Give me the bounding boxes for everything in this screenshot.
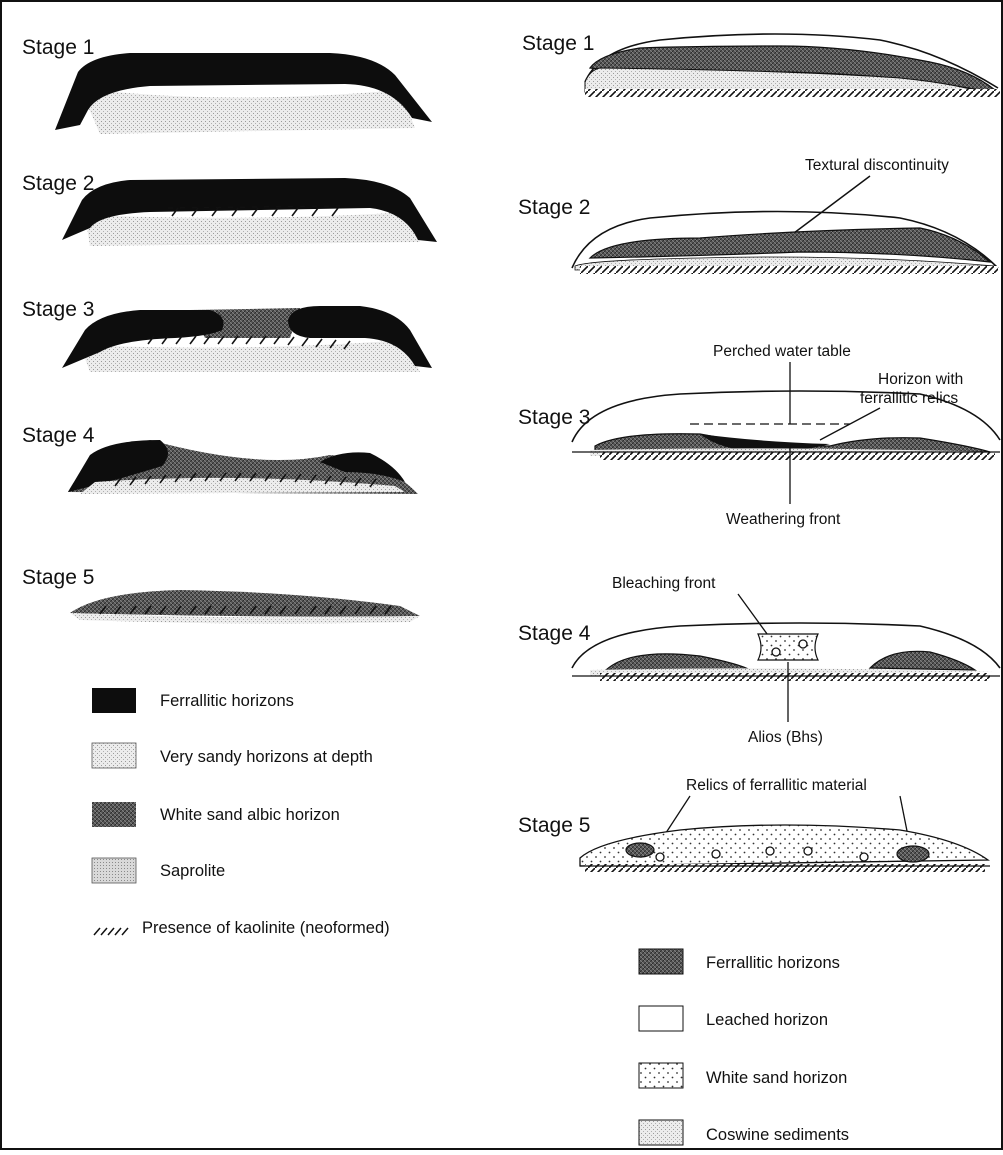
- right-legend-label: Coswine sediments: [706, 1126, 849, 1144]
- right-stage-4: Stage 4 Bleaching front Alios (Bhs): [518, 575, 1000, 746]
- left-s1-saprolite: [80, 88, 415, 134]
- right-stage-1-label: Stage 1: [522, 32, 594, 55]
- right-weathering-label: Weathering front: [726, 511, 841, 528]
- left-stage-5: Stage 5: [22, 566, 420, 624]
- right-legend-item-coswine: Coswine sediments: [639, 1120, 849, 1145]
- right-alios-label: Alios (Bhs): [748, 729, 823, 746]
- right-stage-2: Stage 2 Textural discontinuity: [518, 157, 998, 274]
- right-horizon-relics-label-1: Horizon with: [878, 371, 963, 388]
- right-s4-white-sand: [758, 634, 818, 660]
- left-legend-label: Presence of kaolinite (neoformed): [142, 919, 390, 937]
- left-stage-5-label: Stage 5: [22, 566, 94, 589]
- left-stage-1-label: Stage 1: [22, 36, 94, 59]
- right-stage-5-label: Stage 5: [518, 814, 590, 837]
- right-legend-item-white-sand: White sand horizon: [639, 1063, 847, 1088]
- right-stage-2-label: Stage 2: [518, 196, 590, 219]
- left-s3-sandy: [80, 340, 420, 372]
- left-legend-swatch: [92, 802, 136, 827]
- right-stage-1: Stage 1: [522, 32, 1000, 97]
- left-legend: Ferrallitic horizons Very sandy horizons…: [92, 688, 390, 937]
- left-legend-swatch: [92, 688, 136, 713]
- right-s4-ferrallitic-left: [606, 654, 750, 670]
- right-s3-base: [600, 452, 995, 460]
- right-stage-3-label: Stage 3: [518, 406, 590, 429]
- left-legend-item-sandy: Very sandy horizons at depth: [92, 743, 373, 768]
- right-textural-discontinuity-leader: [790, 176, 870, 236]
- left-legend-item-albic: White sand albic horizon: [92, 802, 340, 827]
- right-stage-3: Stage 3 Perched water table Horizon with…: [518, 343, 1000, 528]
- right-legend-item-ferrallitic: Ferrallitic horizons: [639, 949, 840, 974]
- right-legend-swatch: [639, 949, 683, 974]
- left-stage-3-label: Stage 3: [22, 298, 94, 321]
- right-s4-ferrallitic-right: [870, 651, 975, 670]
- right-s5-base: [585, 864, 985, 872]
- right-legend-swatch: [639, 1120, 683, 1145]
- left-stage-4: Stage 4: [22, 424, 418, 494]
- right-stage-4-label: Stage 4: [518, 622, 591, 645]
- left-legend-label: White sand albic horizon: [160, 806, 340, 824]
- right-legend-swatch: [639, 1006, 683, 1031]
- left-stage-1: Stage 1: [22, 36, 432, 134]
- right-legend-label: White sand horizon: [706, 1069, 847, 1087]
- right-legend-item-leached: Leached horizon: [639, 1006, 828, 1031]
- right-bleaching-label: Bleaching front: [612, 575, 716, 592]
- right-s4-base: [600, 673, 990, 681]
- left-legend-item-kaolinite: Presence of kaolinite (neoformed): [94, 919, 390, 937]
- left-stage-2: Stage 2: [22, 172, 437, 246]
- left-legend-item-saprolite: Saprolite: [92, 858, 225, 883]
- left-s5-albic: [70, 590, 420, 617]
- right-legend-swatch: [639, 1063, 683, 1088]
- right-relics-material-label: Relics of ferrallitic material: [686, 777, 867, 794]
- left-legend-label: Ferrallitic horizons: [160, 692, 294, 710]
- right-s1-base: [585, 89, 1000, 97]
- left-stage-3: Stage 3: [22, 298, 432, 372]
- left-legend-swatch: [94, 928, 128, 935]
- right-legend: Ferrallitic horizons Leached horizon Whi…: [639, 949, 849, 1145]
- left-legend-swatch: [92, 743, 136, 768]
- left-legend-label: Very sandy horizons at depth: [160, 748, 373, 766]
- right-perched-water-label: Perched water table: [713, 343, 851, 360]
- right-stage-5: Stage 5 Relics of ferrallitic material: [518, 777, 990, 872]
- left-legend-swatch: [92, 858, 136, 883]
- right-s2-base: [580, 266, 998, 274]
- right-textural-discontinuity-label: Textural discontinuity: [805, 157, 949, 174]
- left-legend-label: Saprolite: [160, 862, 225, 880]
- left-stage-4-label: Stage 4: [22, 424, 95, 447]
- left-legend-item-ferrallitic: Ferrallitic horizons: [92, 688, 294, 713]
- left-s2-sandy: [85, 212, 420, 246]
- right-bleaching-leader: [738, 594, 770, 638]
- right-legend-label: Ferrallitic horizons: [706, 954, 840, 972]
- right-s5-relic-right: [897, 846, 929, 862]
- right-legend-label: Leached horizon: [706, 1011, 828, 1029]
- right-s5-relic-left: [626, 843, 654, 857]
- left-stage-2-label: Stage 2: [22, 172, 94, 195]
